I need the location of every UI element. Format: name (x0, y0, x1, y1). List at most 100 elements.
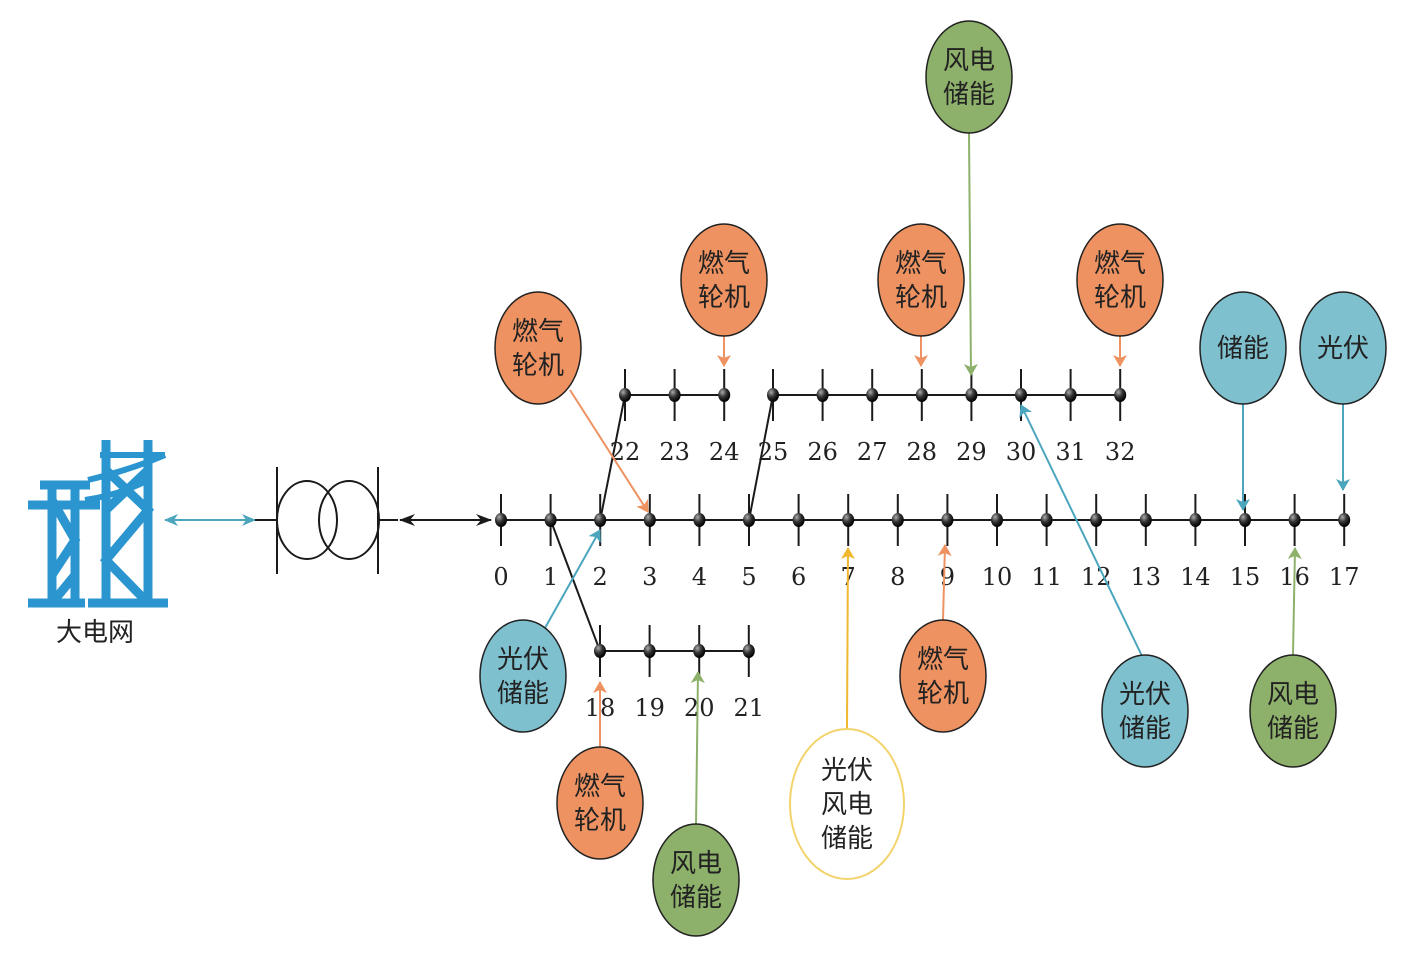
source-ellipse (479, 619, 567, 733)
bus-node (743, 513, 755, 527)
source-label: 轮机 (698, 283, 750, 313)
bus-node (544, 513, 557, 527)
source-label: 轮机 (917, 679, 969, 709)
bus-label-12: 12 (1081, 563, 1112, 591)
source-ellipse (1249, 654, 1337, 768)
source-label: 轮机 (574, 806, 626, 836)
source-label: 风电 (1267, 680, 1319, 710)
bus-node (643, 513, 656, 527)
source-arrow (544, 529, 601, 629)
source-ellipse (494, 291, 582, 405)
source-arrow (690, 671, 705, 826)
bus-node (915, 388, 928, 402)
source-label: 轮机 (895, 283, 947, 313)
bus-label-11: 11 (1031, 563, 1062, 591)
source-ellipse (1101, 654, 1189, 768)
bus-node (1338, 513, 1351, 527)
bus-node (668, 388, 681, 402)
source-ellipse (789, 728, 905, 880)
source-label: 风电 (821, 790, 873, 820)
source-label: 储能 (1267, 714, 1319, 744)
bus-node (594, 644, 606, 658)
source-label: 风电 (943, 46, 995, 76)
bus-node (594, 513, 607, 527)
source-arrow (1019, 404, 1143, 657)
bus-label-26: 26 (807, 438, 838, 466)
bus-node (1114, 388, 1127, 402)
bus-node (718, 388, 731, 402)
bus-label-1: 1 (543, 563, 558, 591)
bus-node (941, 513, 954, 527)
source-ellipse (680, 223, 768, 337)
source-arrow (937, 544, 952, 621)
bus-node (1139, 513, 1152, 527)
bus-label-23: 23 (659, 438, 690, 466)
source-ellipse (925, 20, 1013, 134)
bus-node (991, 513, 1003, 527)
bus-label-3: 3 (642, 563, 657, 591)
source-ellipse (556, 746, 644, 860)
bus-label-4: 4 (692, 563, 707, 591)
source-label: 光伏 (1119, 680, 1171, 710)
bus-label-30: 30 (1006, 438, 1037, 466)
source-label: 储能 (1217, 334, 1269, 364)
bus-label-28: 28 (907, 438, 938, 466)
source-label: 轮机 (512, 351, 564, 381)
bus-label-31: 31 (1055, 438, 1086, 466)
bus-label-24: 24 (709, 438, 740, 466)
bus-label-20: 20 (684, 694, 715, 722)
bus-node (693, 644, 706, 658)
source-ellipse (1076, 223, 1164, 337)
bus-node (842, 513, 855, 527)
bus-node (693, 513, 706, 527)
bus-node (866, 388, 879, 402)
source-label: 轮机 (1094, 283, 1146, 313)
source-arrow (1287, 547, 1302, 656)
bus-node (619, 388, 631, 402)
grid-label: 大电网 (56, 618, 134, 648)
source-arrow (840, 547, 855, 730)
tie-line-1-18 (549, 519, 601, 652)
bus-node (1064, 388, 1077, 402)
bus-label-19: 19 (634, 694, 665, 722)
bus-node (1189, 513, 1202, 527)
bus-label-29: 29 (956, 438, 987, 466)
bus-node (742, 644, 755, 658)
bus-label-6: 6 (791, 563, 806, 591)
source-label: 燃气 (512, 317, 564, 347)
bus-node (816, 388, 829, 402)
bus-node (767, 388, 779, 402)
power-grid-tower-icon (28, 440, 168, 608)
source-ellipse (1199, 291, 1287, 405)
source-label: 燃气 (574, 772, 626, 802)
source-label: 光伏 (497, 645, 549, 675)
bus-label-22: 22 (610, 438, 641, 466)
bus-node (1239, 513, 1251, 527)
bus-label-13: 13 (1131, 563, 1162, 591)
bus-label-2: 2 (593, 563, 608, 591)
source-label: 燃气 (698, 249, 750, 279)
source-label: 储能 (943, 80, 995, 110)
bus-label-17: 17 (1329, 563, 1360, 591)
bus-node (891, 513, 904, 527)
transformer-icon (255, 467, 398, 574)
source-label: 光伏 (821, 756, 873, 786)
bus-label-15: 15 (1230, 563, 1261, 591)
bus-node (1288, 513, 1301, 527)
bus-label-21: 21 (734, 694, 765, 722)
source-arrow (569, 389, 649, 513)
bus-label-5: 5 (741, 563, 756, 591)
source-label: 储能 (1119, 714, 1171, 744)
